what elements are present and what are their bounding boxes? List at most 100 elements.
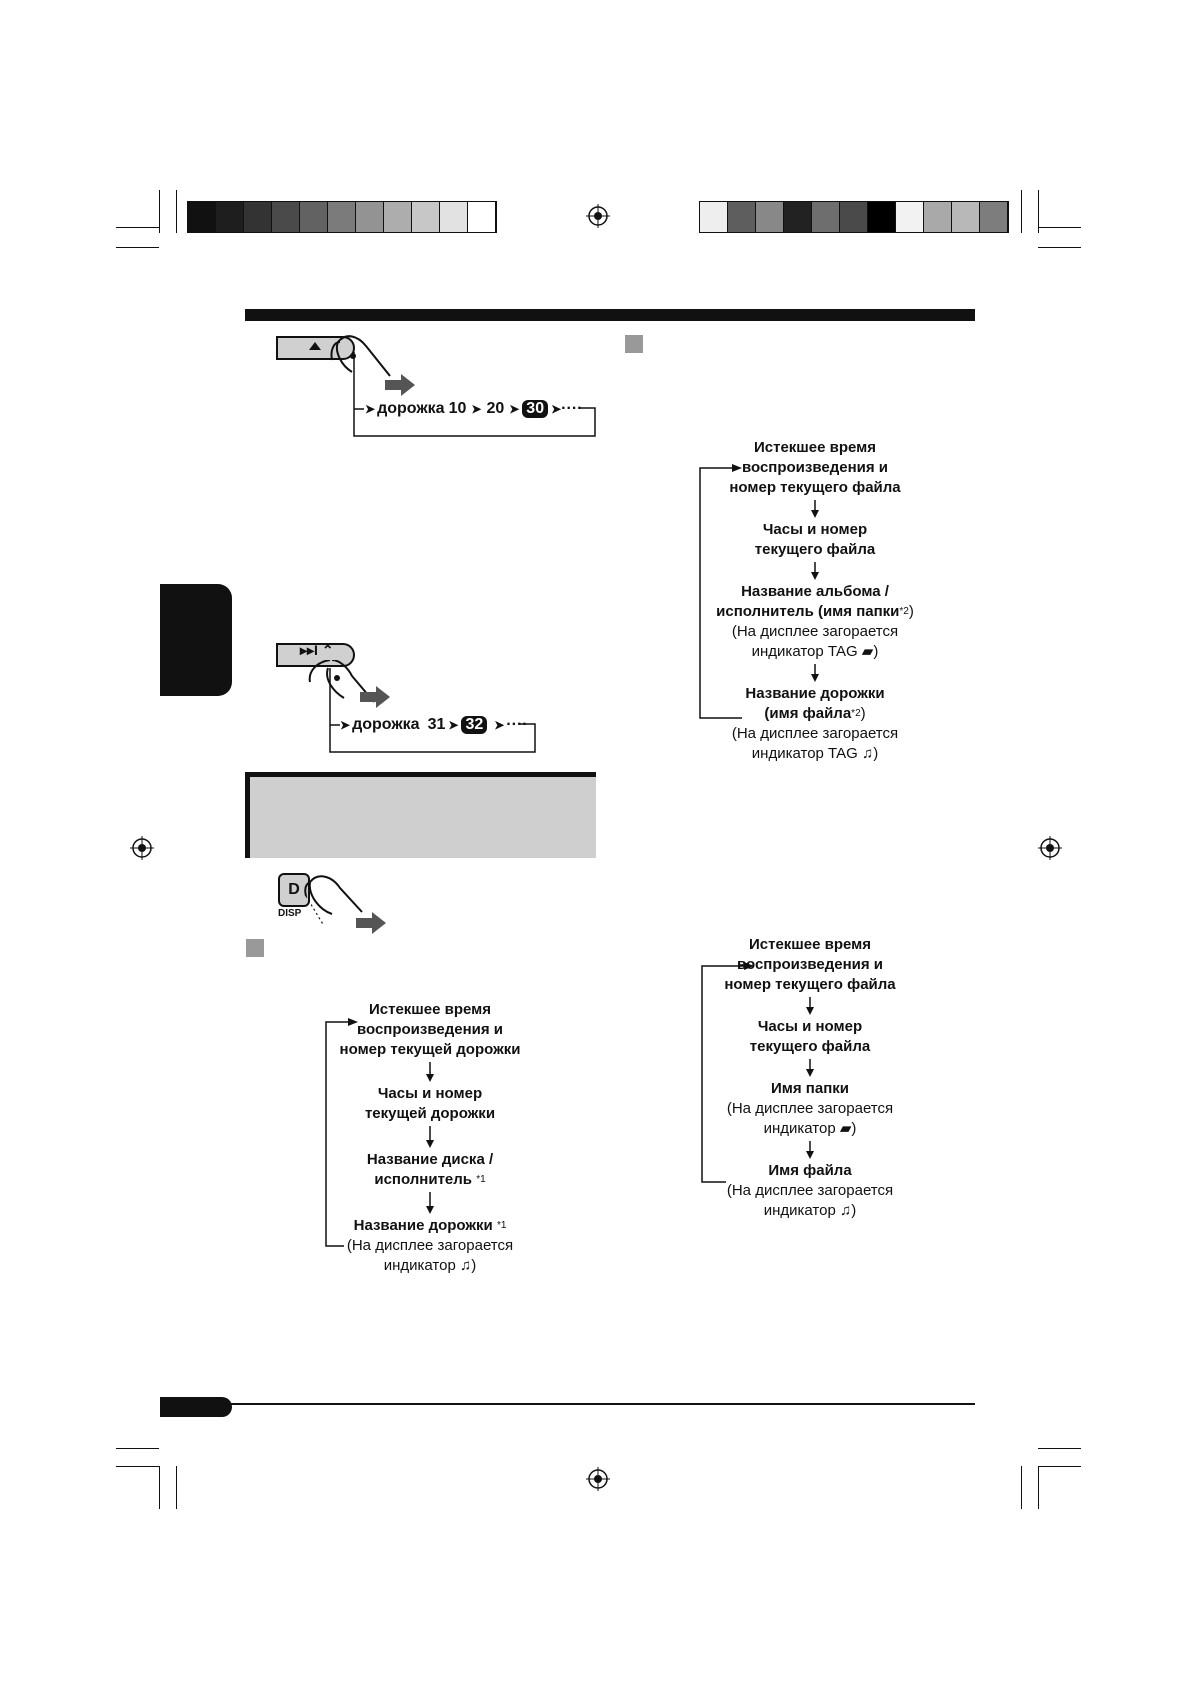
crop-mark <box>1021 1466 1022 1509</box>
footnote-marker: *2 <box>899 606 909 617</box>
flow-info: (На дисплее загорается <box>346 1237 514 1254</box>
crop-mark <box>1038 190 1039 233</box>
flow-info: индикатор <box>763 1202 836 1219</box>
arrow-down-icon <box>426 1192 434 1214</box>
flow-step: Название альбома / <box>741 583 889 600</box>
registration-mark-icon <box>1038 836 1062 860</box>
folder-icon: ▰ <box>839 1120 852 1137</box>
triangle-up-icon <box>309 342 321 350</box>
crop-mark <box>116 1448 159 1449</box>
flow-step: Название диска / <box>366 1151 494 1168</box>
flow-step: Часы и номер <box>757 1018 863 1035</box>
loop-bracket <box>325 1018 358 1247</box>
footer-rule <box>160 1403 975 1405</box>
flow-info: ) <box>851 1120 857 1137</box>
section-title-panel <box>245 772 596 858</box>
flow-step: ) <box>908 603 914 620</box>
arrow-right-icon <box>360 686 390 708</box>
section-marker <box>246 939 264 957</box>
arrow-down-icon <box>426 1126 434 1148</box>
flow-step: текущего файла <box>754 541 876 558</box>
calibration-swatch <box>952 202 980 232</box>
flow-step: Название дорожки <box>745 685 885 702</box>
calibration-swatch <box>868 202 896 232</box>
music-note-icon: ♫ <box>460 1257 472 1274</box>
track-sequence-top: ➤ дорожка 10 ➤ 20 ➤ 30 ➤ ···· <box>365 400 583 418</box>
flow-info: индикатор TAG <box>751 745 858 762</box>
calibration-swatch <box>700 202 728 232</box>
calibration-swatch <box>188 202 216 232</box>
flow-step: воспроизведения и <box>356 1021 504 1038</box>
flow-step: ) <box>860 705 866 722</box>
sequence-item: 31 <box>427 716 446 733</box>
music-note-icon: ♫ <box>861 745 874 762</box>
loop-bracket <box>329 668 536 753</box>
calibration-swatch <box>216 202 244 232</box>
crop-mark <box>1021 190 1022 233</box>
finger-press-icon <box>304 875 363 927</box>
sequence-dots: ···· <box>561 400 583 417</box>
loop-bracket <box>701 962 754 1183</box>
crop-mark <box>1038 1466 1039 1509</box>
footnote-marker: *2 <box>851 708 861 719</box>
crop-mark <box>1038 227 1081 228</box>
flow-step: Имя файла <box>768 1162 852 1179</box>
disp-button[interactable]: D <box>278 873 310 907</box>
sequence-highlight: 30 <box>522 400 549 418</box>
arrow-down-icon <box>811 562 819 580</box>
sequence-item: 20 <box>486 400 505 417</box>
disp-key-label: D <box>288 881 300 898</box>
flow-step: Название дорожки <box>353 1217 493 1234</box>
arrow-down-icon <box>811 664 819 682</box>
flow-step: номер текущей дорожки <box>339 1041 521 1058</box>
arrow-right-icon <box>385 374 415 396</box>
flow-info: ) <box>851 1202 857 1219</box>
calibration-swatch <box>840 202 868 232</box>
registration-mark-icon <box>586 204 610 228</box>
flow-info: ) <box>873 745 879 762</box>
calibration-swatch <box>896 202 924 232</box>
sequence-dots: ···· <box>506 716 528 733</box>
flow-step: исполнитель <box>374 1171 473 1188</box>
flow-step: текущего файла <box>749 1038 871 1055</box>
calibration-swatch <box>812 202 840 232</box>
sequence-label: дорожка <box>352 716 420 733</box>
calibration-swatch <box>412 202 440 232</box>
arrow-right-icon <box>356 912 386 934</box>
calibration-bar-left <box>187 201 497 233</box>
calibration-swatch <box>244 202 272 232</box>
track-sequence-mid: ➤ дорожка 31 ➤ 32 ➤ ···· <box>340 716 528 734</box>
crop-mark <box>159 1466 160 1509</box>
flow-info: (На дисплее загорается <box>726 1100 894 1117</box>
arrow-down-icon <box>806 997 814 1015</box>
flow-info: (На дисплее загорается <box>726 1182 894 1199</box>
calibration-swatch <box>328 202 356 232</box>
page-number-tab <box>160 1397 232 1417</box>
flow-step: Часы и номер <box>377 1085 483 1102</box>
disp-caption: DISP <box>278 908 302 919</box>
flow-cd: Истекшее время воспроизведения и номер т… <box>330 1000 530 1276</box>
arrow-down-icon <box>811 500 819 518</box>
crop-mark <box>1038 1466 1081 1467</box>
calibration-swatch <box>356 202 384 232</box>
footnote-marker: *1 <box>476 1174 486 1185</box>
crop-mark <box>159 190 160 233</box>
crop-mark <box>1038 247 1081 248</box>
flow-step: (имя файла <box>764 705 852 722</box>
sequence-highlight: 32 <box>461 716 488 734</box>
crop-mark <box>176 1466 177 1509</box>
flow-info: ) <box>873 643 879 660</box>
loop-bracket <box>699 464 742 719</box>
sequence-item: 10 <box>448 400 467 417</box>
calibration-swatch <box>728 202 756 232</box>
sequence-label: дорожка <box>377 400 445 417</box>
flow-step: Истекшее время <box>753 439 877 456</box>
calibration-swatch <box>924 202 952 232</box>
calibration-swatch <box>756 202 784 232</box>
skip-forward-icon: ▸▸I ⌃ <box>300 642 334 658</box>
calibration-swatch <box>272 202 300 232</box>
flow-step: воспроизведения и <box>741 459 889 476</box>
flow-step: Часы и номер <box>762 521 868 538</box>
side-tab <box>160 584 232 696</box>
flow-info: индикатор <box>383 1257 456 1274</box>
